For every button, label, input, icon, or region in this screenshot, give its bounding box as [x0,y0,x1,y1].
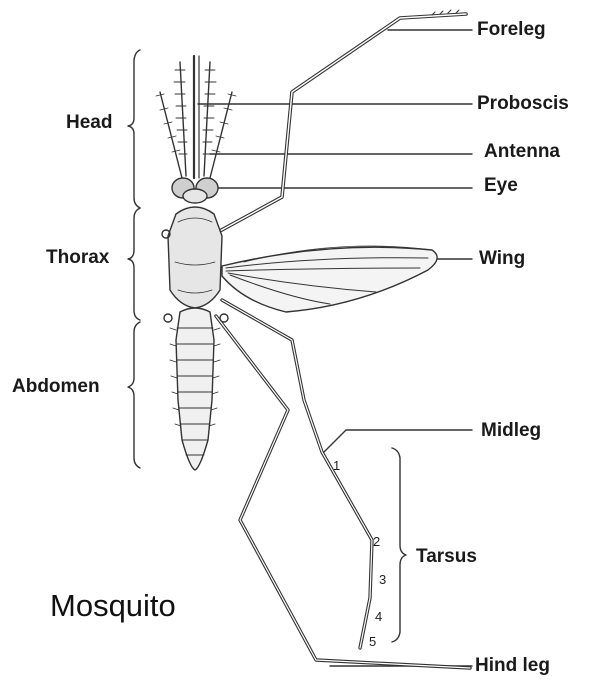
label-antenna: Antenna [484,142,560,161]
tarsus-segment-2: 2 [373,535,380,548]
diagram-title: Mosquito [50,590,176,621]
tarsus-segment-4: 4 [375,610,382,623]
label-abdomen: Abdomen [12,377,100,396]
head-bracket [128,50,140,208]
label-eye: Eye [484,176,518,195]
abdomen [176,308,214,470]
antenna-right [204,62,232,178]
antenna-left [160,62,186,178]
label-tarsus: Tarsus [416,547,477,566]
foreleg [218,14,466,232]
midleg-leader [324,430,472,452]
tarsus-segment-1: 1 [333,459,340,472]
label-midleg: Midleg [481,421,541,440]
label-proboscis: Proboscis [477,94,569,113]
tarsus-segment-3: 3 [379,573,386,586]
label-hind-leg: Hind leg [475,656,550,675]
label-foreleg: Foreleg [477,20,546,39]
label-wing: Wing [479,249,525,268]
abdomen-bracket [128,322,140,468]
label-thorax: Thorax [46,248,109,267]
tarsus-segment-5: 5 [369,635,376,648]
wing [222,247,437,312]
thorax-bracket [128,208,140,320]
label-head: Head [66,113,112,132]
tarsus-bracket [392,448,406,642]
